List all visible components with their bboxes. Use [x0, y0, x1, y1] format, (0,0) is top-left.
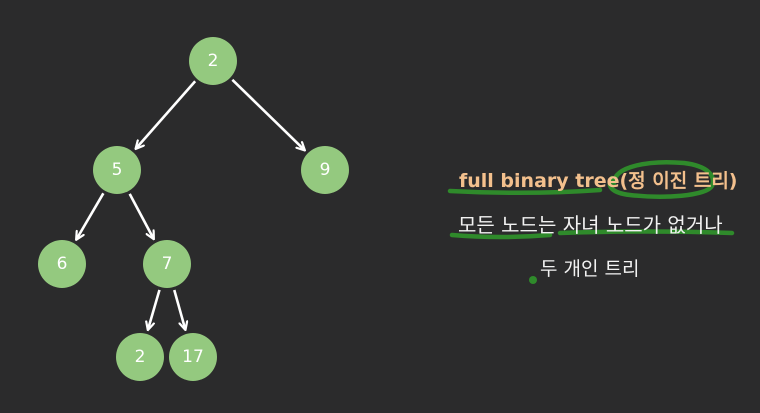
underline-full-binary-tree	[447, 187, 603, 196]
edge-n5-n7	[173, 289, 185, 329]
node-circle	[189, 37, 237, 85]
edges-layer	[77, 78, 305, 329]
tree-node: 2	[116, 333, 164, 381]
node-circle	[301, 146, 349, 194]
note-full-binary-tree: full binary tree(정 이진 트리)	[459, 170, 738, 192]
annotation-marks	[447, 160, 735, 284]
node-value: 5	[112, 160, 123, 180]
tree-node: 7	[143, 240, 191, 288]
tree-node: 9	[301, 146, 349, 194]
node-value: 2	[208, 51, 219, 71]
edge-n2-n4	[77, 192, 105, 239]
node-value: 2	[135, 347, 146, 367]
edge-n5-n6	[148, 289, 161, 329]
circle-korean-term	[607, 160, 716, 199]
underline-all-nodes	[449, 232, 553, 240]
tree-node: 5	[93, 146, 141, 194]
edge-n1-n3	[231, 78, 304, 150]
node-circle	[116, 333, 164, 381]
tree-node: 2	[189, 37, 237, 85]
node-circle	[143, 240, 191, 288]
node-circle	[93, 146, 141, 194]
note-definition-continued: 두 개인 트리	[540, 258, 640, 280]
underline-no-children	[557, 229, 735, 236]
edge-n2-n5	[128, 193, 154, 239]
note-definition: 모든 노드는 자녀 노드가 없거나	[458, 213, 723, 237]
node-value: 6	[57, 254, 68, 274]
edge-n1-n2	[136, 80, 197, 148]
node-value: 7	[162, 254, 173, 274]
node-value: 17	[182, 347, 204, 367]
node-value: 9	[320, 160, 331, 180]
bullet-dot	[529, 276, 537, 284]
node-circle	[38, 240, 86, 288]
node-circle	[169, 333, 217, 381]
tree-node: 17	[169, 333, 217, 381]
nodes-layer: 2 5 9 6 7 2 17	[38, 37, 349, 381]
tree-node: 6	[38, 240, 86, 288]
